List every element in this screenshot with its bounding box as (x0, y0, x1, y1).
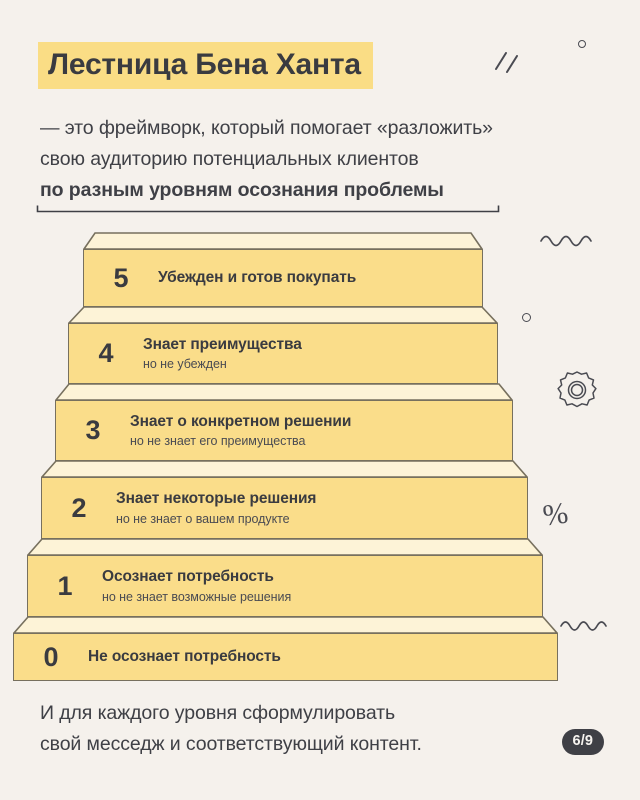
bracket-underline-icon (36, 205, 500, 213)
ladder-step-2[interactable]: 2 Знает некоторые решения но не знает о … (41, 460, 528, 539)
step-top-surface-5 (83, 232, 483, 250)
step-face-3: 3 Знает о конкретном решении но не знает… (55, 400, 513, 461)
step-title-2: Знает некоторые решения (116, 490, 317, 508)
step-text-3: Знает о конкретном решении но не знает е… (130, 412, 512, 450)
step-subtitle-4: но не убежден (143, 357, 227, 372)
page-title-wrapper: Лестница Бена Ханта (38, 42, 373, 89)
step-top-surface-4 (68, 306, 498, 324)
step-face-5: 5 Убежден и готов покупать (83, 249, 483, 307)
step-text-5: Убежден и готов покупать (158, 268, 482, 287)
page-title: Лестница Бена Ханта (38, 42, 373, 89)
step-top-surface-1 (27, 538, 543, 556)
step-face-2: 2 Знает некоторые решения но не знает о … (41, 477, 528, 539)
small-circle-icon (578, 40, 586, 48)
step-title-0: Не осознает потребность (88, 648, 281, 666)
step-number-5: 5 (113, 262, 129, 293)
step-number-1: 1 (57, 570, 73, 601)
ladder-step-3[interactable]: 3 Знает о конкретном решении но не знает… (55, 383, 513, 461)
step-text-4: Знает преимущества но не убежден (143, 335, 497, 373)
step-title-1: Осознает потребность (102, 568, 274, 586)
step-face-1: 1 Осознает потребность но не знает возмо… (27, 555, 543, 617)
step-top-surface-3 (55, 383, 513, 401)
step-text-1: Осознает потребность но не знает возможн… (102, 567, 542, 605)
ladder-step-0[interactable]: 0 Не осознает потребность (13, 616, 558, 681)
ben-hunt-ladder-diagram: 5 Убежден и готов покупать 4 Знает преим… (0, 232, 640, 682)
lead-line-1: — это фреймворк, который помогает «разло… (40, 117, 493, 139)
step-top-surface-0 (13, 616, 558, 634)
step-number-3: 3 (85, 415, 101, 445)
double-slash-icon (495, 52, 518, 73)
percent-icon: % (540, 496, 571, 533)
step-number-2: 2 (71, 492, 87, 523)
step-face-4: 4 Знает преимущества но не убежден (68, 323, 498, 384)
footer-line-1: И для каждого уровня сформулировать (40, 702, 396, 724)
step-number-0: 0 (43, 641, 59, 672)
step-subtitle-2: но не знает о вашем продукте (116, 511, 290, 526)
step-number-4: 4 (98, 338, 114, 368)
step-top-surface-2 (41, 460, 528, 478)
step-subtitle-1: но не знает возможные решения (102, 589, 292, 604)
lead-line-3-emphasis: по разным уровням осознания проблемы (36, 175, 500, 213)
step-subtitle-3: но не знает его преимущества (130, 434, 306, 449)
step-title-3: Знает о конкретном решении (130, 412, 352, 430)
ladder-step-4[interactable]: 4 Знает преимущества но не убежден (68, 306, 498, 384)
step-text-2: Знает некоторые решения но не знает о ва… (116, 489, 527, 527)
footer-paragraph: И для каждого уровня сформулировать свой… (40, 698, 600, 760)
step-text-0: Не осознает потребность (88, 647, 557, 666)
lead-line-3-text: по разным уровням осознания проблемы (40, 179, 444, 201)
lead-paragraph: — это фреймворк, который помогает «разло… (36, 113, 580, 213)
step-face-0: 0 Не осознает потребность (13, 633, 558, 681)
footer-line-2: свой месседж и соответствующий контент. (40, 733, 422, 755)
page-indicator-badge: 6/9 (561, 729, 604, 755)
lead-line-2: свою аудиторию потенциальных клиентов (40, 148, 419, 170)
step-title-5: Убежден и готов покупать (158, 269, 357, 287)
small-circle-icon (522, 313, 531, 322)
ladder-step-1[interactable]: 1 Осознает потребность но не знает возмо… (27, 538, 543, 617)
step-title-4: Знает преимущества (143, 335, 302, 353)
ladder-step-5[interactable]: 5 Убежден и готов покупать (83, 232, 483, 307)
